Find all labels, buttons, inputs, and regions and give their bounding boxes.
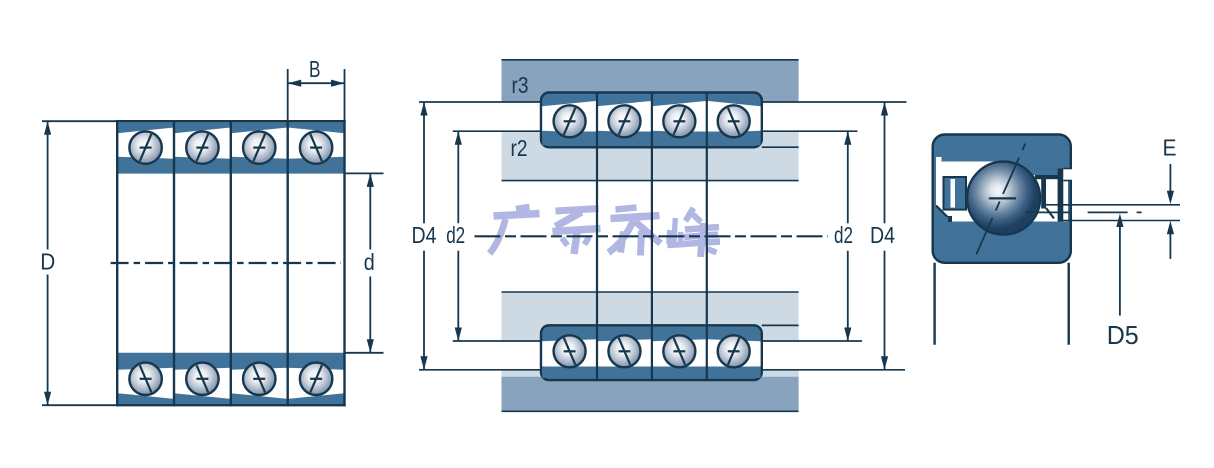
svg-text:D4: D4 xyxy=(870,222,895,248)
svg-text:D: D xyxy=(40,249,55,275)
svg-text:B: B xyxy=(309,56,321,82)
svg-text:r3: r3 xyxy=(512,72,529,98)
svg-text:D5: D5 xyxy=(1107,320,1139,350)
svg-text:d: d xyxy=(364,249,375,275)
svg-text:E: E xyxy=(1163,135,1177,161)
svg-text:d2: d2 xyxy=(446,222,465,248)
svg-text:D4: D4 xyxy=(412,222,437,248)
svg-text:r2: r2 xyxy=(511,135,528,161)
svg-text:d2: d2 xyxy=(834,222,853,248)
